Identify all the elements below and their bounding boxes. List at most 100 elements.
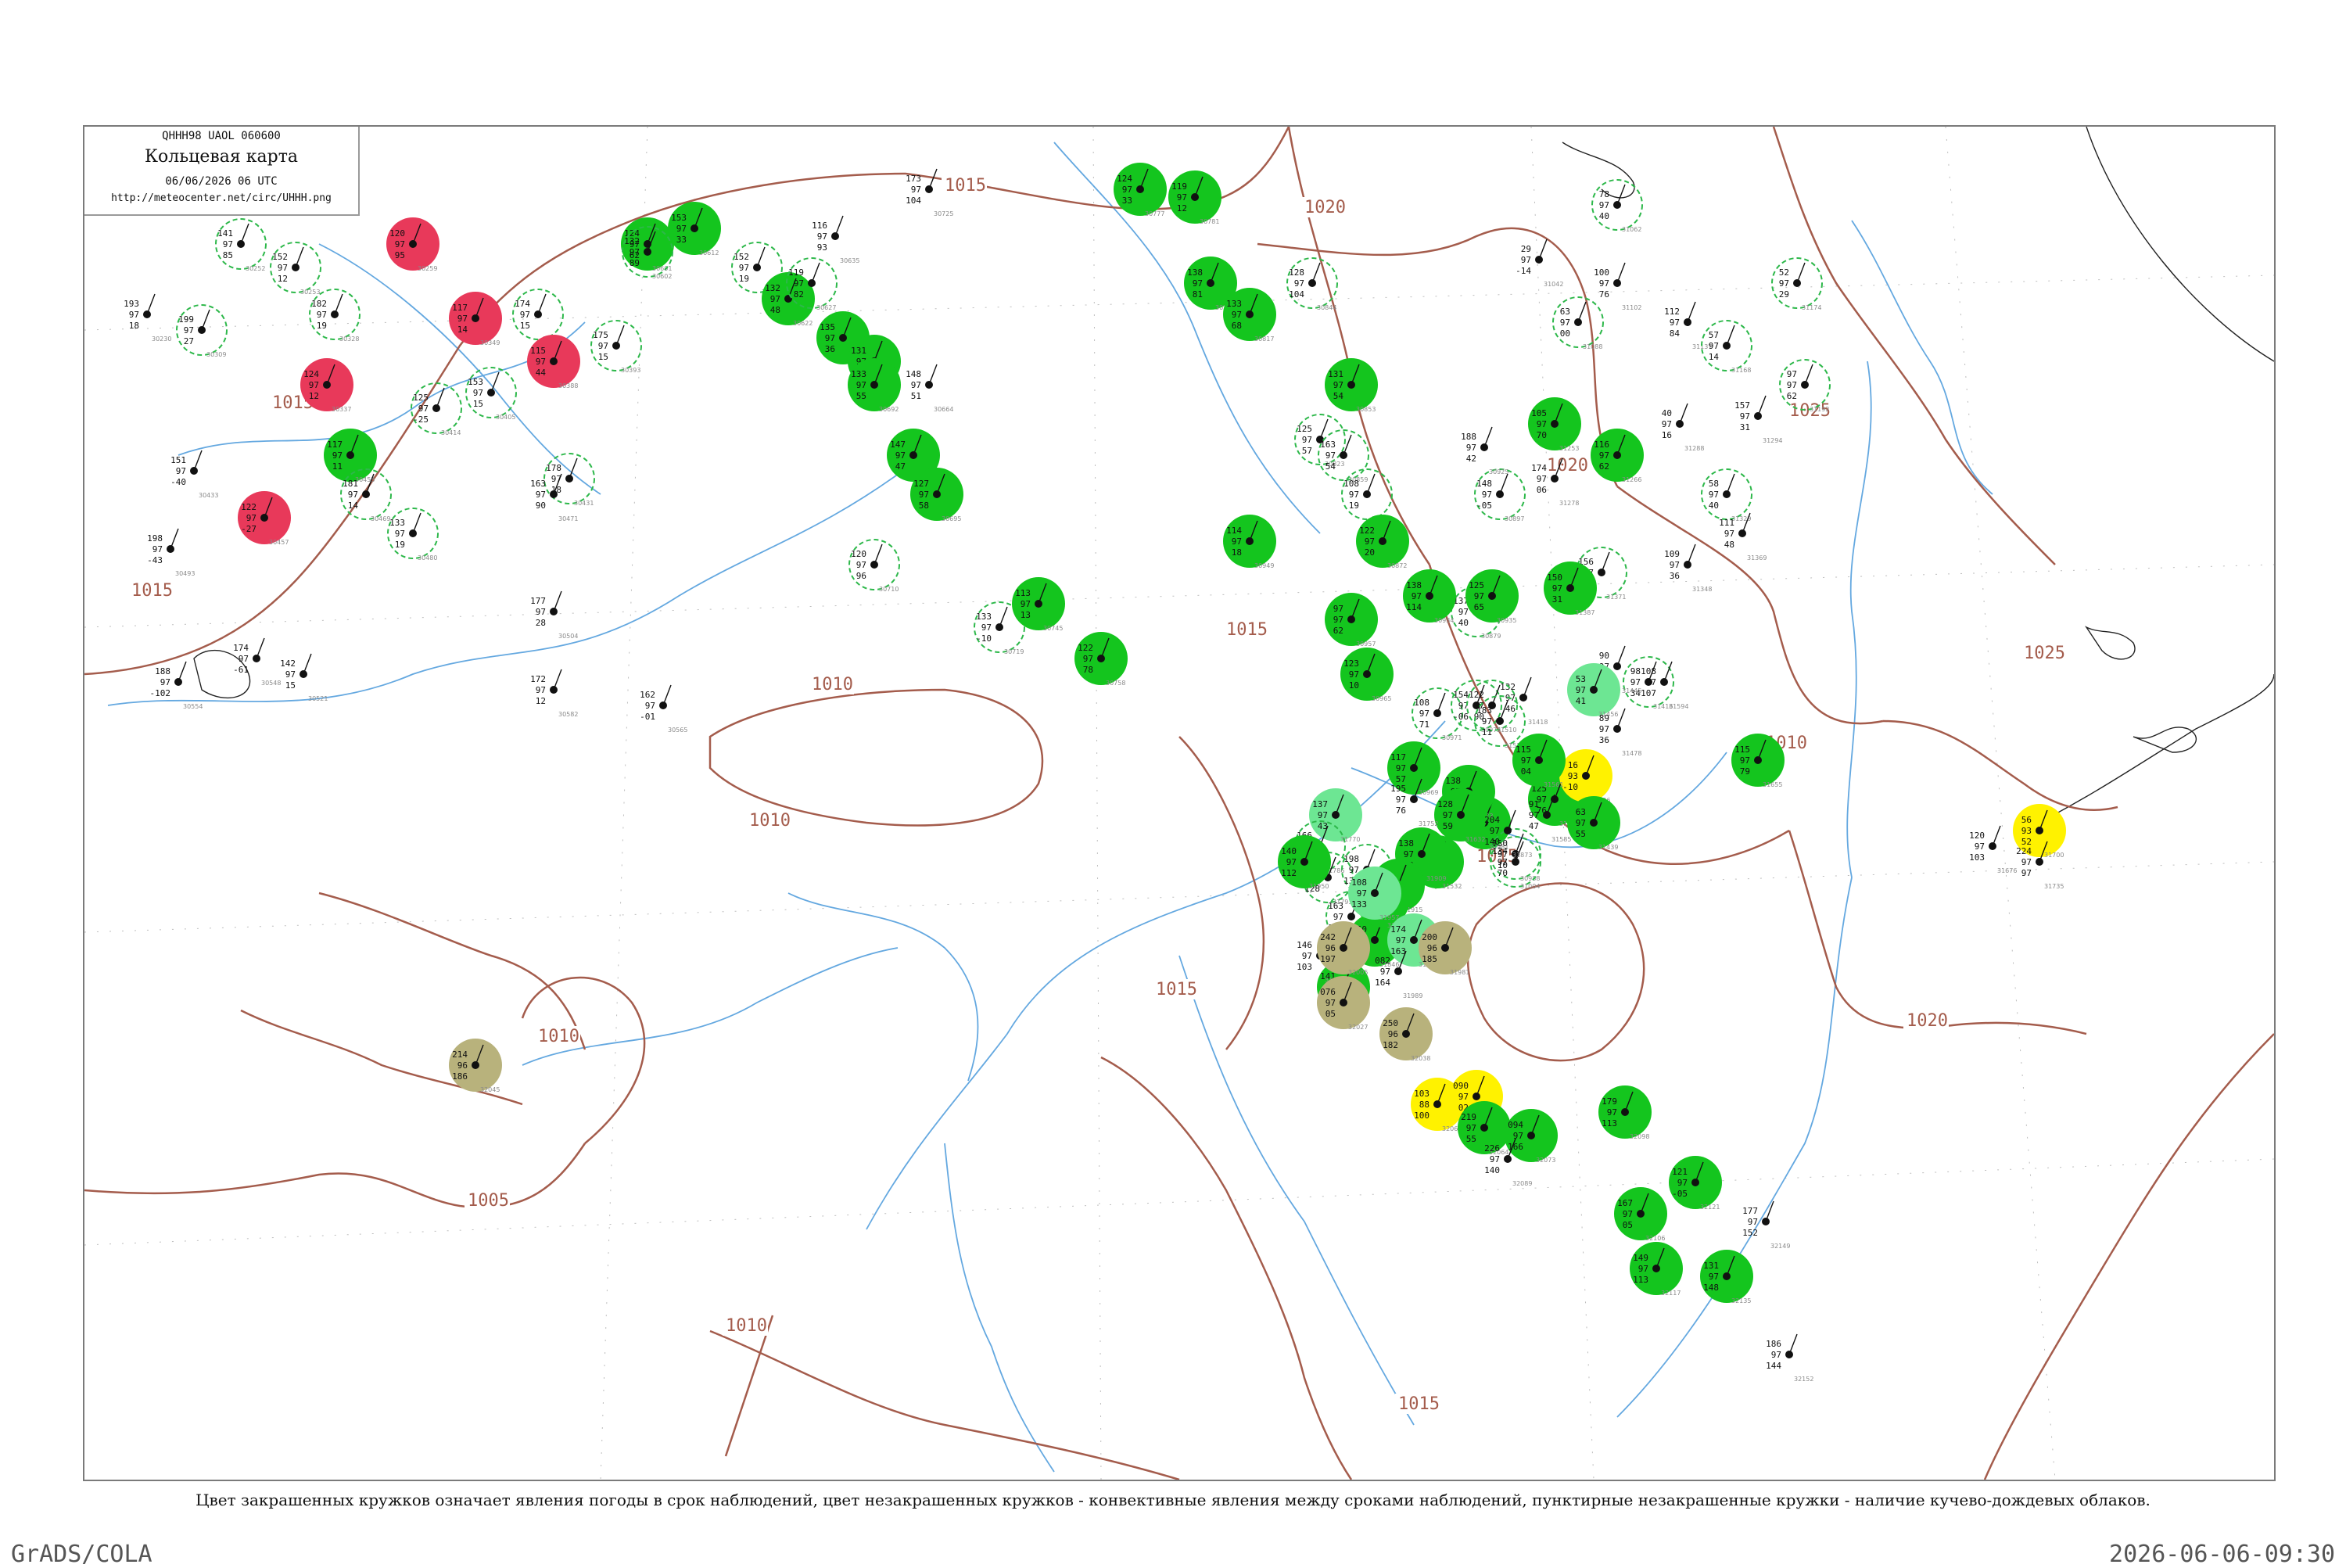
- station-plot[interactable]: 174971530372: [512, 289, 564, 343]
- station-plot[interactable]: 147974730673: [887, 429, 940, 483]
- weather-map[interactable]: 1015101510151020101010101010100510101015…: [84, 127, 2274, 1480]
- map-source-url[interactable]: http://meteocenter.net/circ/UHHH.png: [111, 192, 332, 204]
- station-plots[interactable]: 1939718302301419785302521529712302531209…: [124, 163, 2066, 1383]
